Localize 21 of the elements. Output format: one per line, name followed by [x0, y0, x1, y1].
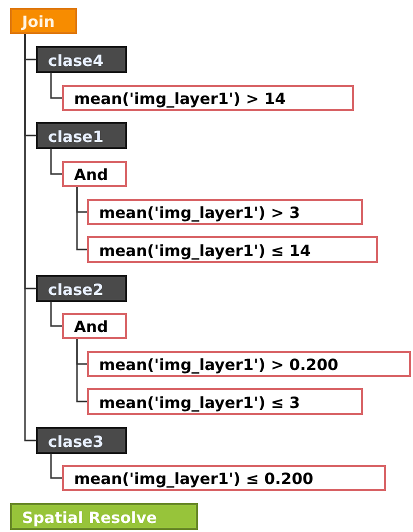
connector-line	[24, 34, 36, 442]
connector-line	[76, 187, 87, 250]
resolve-box: Spatial Resolve	[10, 503, 198, 530]
class-box: clase1	[36, 122, 127, 149]
condition-box: mean('img_layer1') ≤ 3	[87, 388, 363, 415]
connector-line	[76, 339, 87, 402]
connector-line	[50, 302, 62, 327]
condition-box: mean('img_layer1') ≤ 0.200	[62, 465, 386, 491]
class-box: clase2	[36, 275, 127, 302]
connector-line	[50, 149, 62, 175]
condition-box: mean('img_layer1') ≤ 14	[87, 236, 378, 263]
join-box: Join	[10, 8, 77, 34]
condition-box: mean('img_layer1') > 14	[62, 85, 354, 111]
operator-box: And	[62, 313, 127, 339]
condition-box: mean('img_layer1') > 3	[87, 199, 363, 225]
condition-box: mean('img_layer1') > 0.200	[87, 351, 411, 377]
class-box: clase3	[36, 427, 127, 454]
connector-line	[50, 454, 62, 479]
connector-line	[50, 73, 62, 99]
class-box: clase4	[36, 46, 127, 73]
operator-box: And	[62, 161, 127, 187]
